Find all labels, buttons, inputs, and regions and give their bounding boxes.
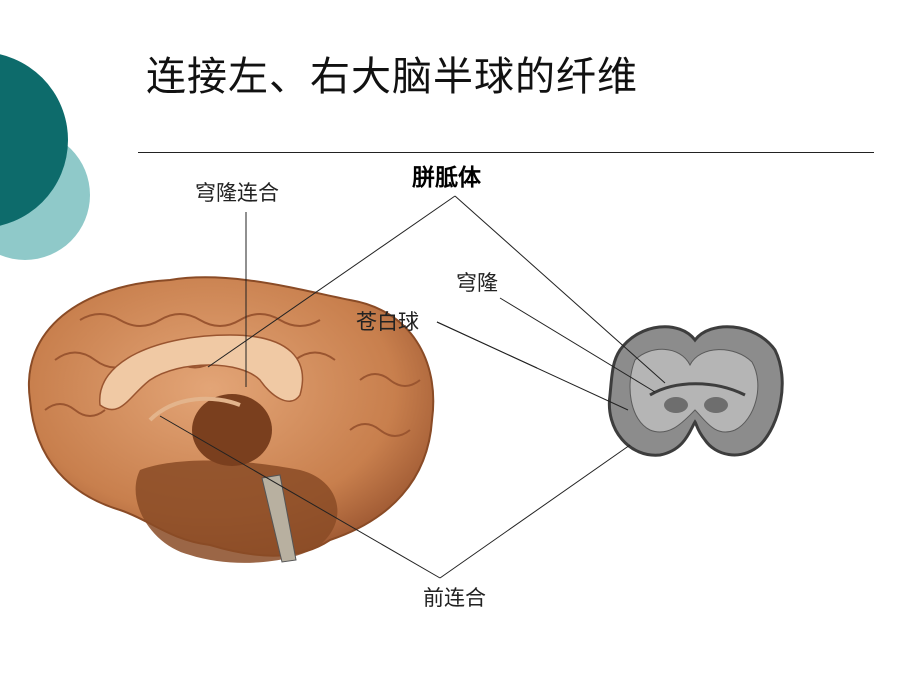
dark-circle: [0, 54, 68, 226]
leader-corpus-callosum-left: [207, 195, 456, 368]
leader-globus-pallidus-b: [436, 321, 629, 411]
decorative-circles: [0, 54, 90, 260]
label-corpus-callosum: 胼胝体: [412, 165, 481, 191]
leader-lines: [159, 195, 666, 579]
leader-corpus-callosum-right: [454, 195, 666, 384]
label-globus-pallidus: 苍白球: [356, 310, 419, 334]
sagittal-brain-image: [27, 276, 435, 563]
leader-anterior-commissure-left: [159, 415, 441, 579]
label-fornix-commissure: 穹隆连合: [195, 181, 279, 205]
label-anterior-commissure: 前连合: [423, 586, 486, 610]
leader-anterior-commissure-right: [439, 444, 631, 579]
title-divider: [138, 152, 874, 153]
label-fornix: 穹隆: [456, 271, 498, 295]
slide-title: 连接左、右大脑半球的纤维: [146, 54, 638, 100]
coronal-section-image: [600, 318, 785, 463]
leader-fornix: [499, 297, 656, 393]
